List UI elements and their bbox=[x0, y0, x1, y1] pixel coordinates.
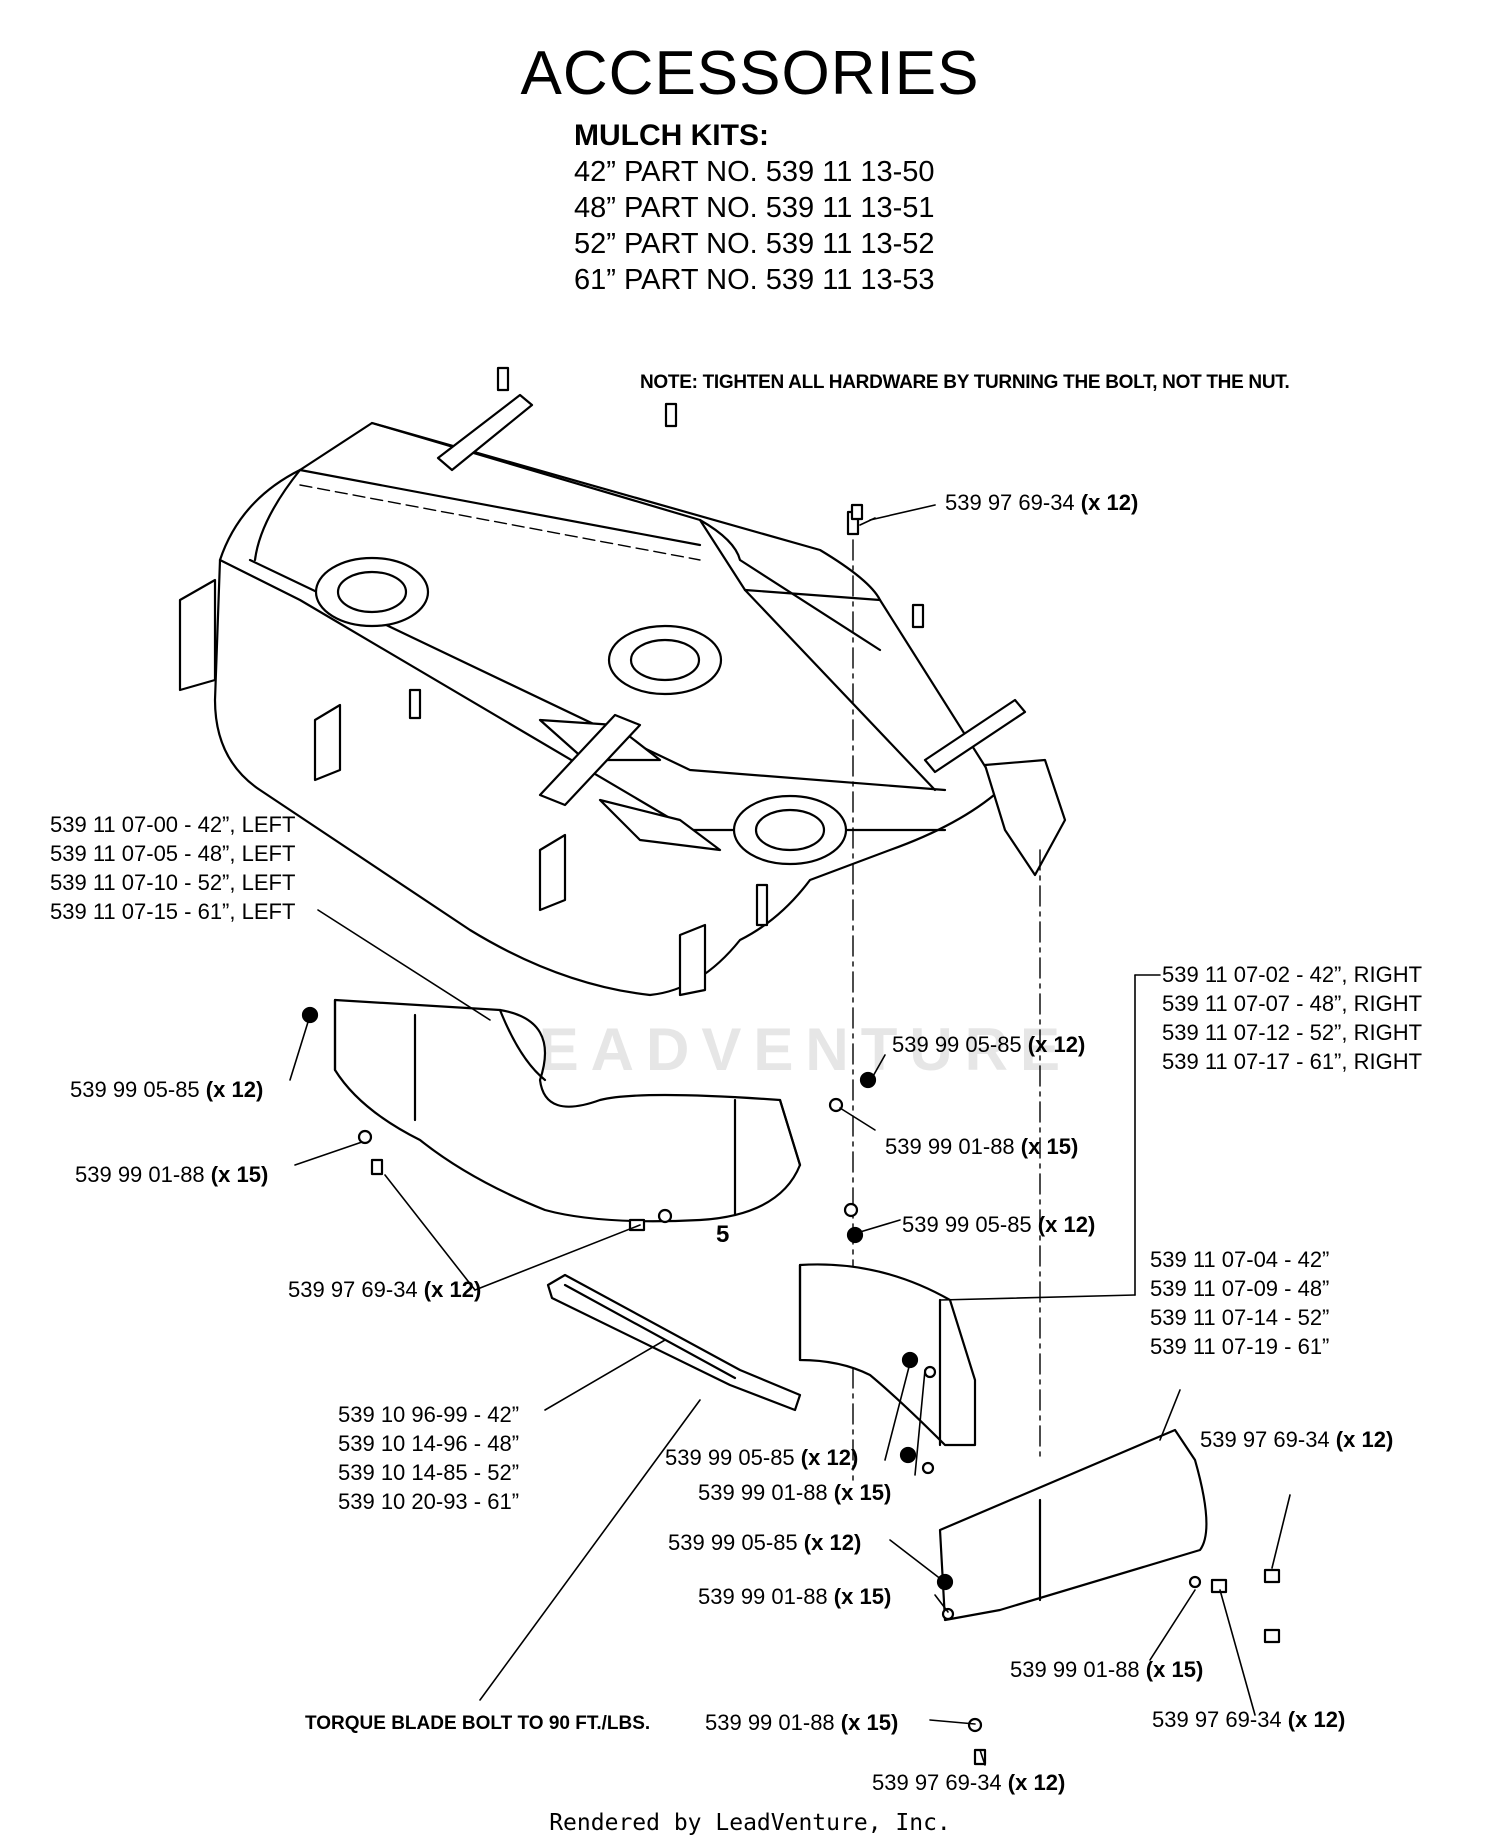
quantity: (x 15) bbox=[833, 1480, 892, 1505]
part-number: 539 99 01-88 bbox=[885, 1134, 1015, 1159]
quantity: (x 12) bbox=[1287, 1707, 1346, 1732]
watermark: LEADVENTURE bbox=[490, 1016, 1073, 1083]
quantity: (x 15) bbox=[210, 1162, 269, 1187]
quantity: (x 12) bbox=[803, 1530, 862, 1555]
quantity: (x 12) bbox=[423, 1277, 482, 1302]
mulch-kits-block: MULCH KITS: 42” PART NO. 539 11 13-50 48… bbox=[574, 118, 935, 298]
callout-washer-lower-1: 539 99 01-88 (x 15) bbox=[698, 1478, 891, 1507]
part-number: 539 11 07-09 - 48” bbox=[1150, 1276, 1330, 1301]
callout-bolt-bottom: 539 97 69-34 (x 12) bbox=[872, 1768, 1065, 1797]
quantity: (x 12) bbox=[1335, 1427, 1394, 1452]
quantity: (x 12) bbox=[1080, 490, 1139, 515]
part-number: 539 99 05-85 bbox=[902, 1212, 1032, 1237]
part-number: 539 97 69-34 bbox=[872, 1770, 1002, 1795]
right-baffle bbox=[798, 1263, 977, 1447]
part-number: 539 99 05-85 bbox=[665, 1445, 795, 1470]
callout-washer-left: 539 99 01-88 (x 15) bbox=[75, 1160, 268, 1189]
part-number: 539 99 01-88 bbox=[75, 1162, 205, 1187]
callout-nut-left: 539 99 05-85 (x 12) bbox=[70, 1075, 263, 1104]
callout-nut-center-mid: 539 99 05-85 (x 12) bbox=[902, 1210, 1095, 1239]
rear-baffle bbox=[938, 1428, 1208, 1622]
callout-bolt-top: 539 97 69-34 (x 12) bbox=[945, 488, 1138, 517]
part-number: 539 11 07-04 - 42” bbox=[1150, 1247, 1330, 1272]
callout-nut-center-top: 539 99 05-85 (x 12) bbox=[892, 1030, 1085, 1059]
callout-blade: 539 10 96-99 - 42” 539 10 14-96 - 48” 53… bbox=[338, 1400, 519, 1516]
part-number: 539 10 14-96 - 48” bbox=[338, 1431, 520, 1456]
mower-blade bbox=[546, 1273, 802, 1412]
part-number: 539 11 07-05 - 48”, LEFT bbox=[50, 841, 296, 866]
mulch-kits-header: MULCH KITS: bbox=[574, 119, 769, 152]
callout-washer-right: 539 99 01-88 (x 15) bbox=[1010, 1655, 1203, 1684]
callout-bolt-right-2: 539 97 69-34 (x 12) bbox=[1152, 1705, 1345, 1734]
part-number: 539 97 69-34 bbox=[1200, 1427, 1330, 1452]
callout-left-baffle: 539 11 07-00 - 42”, LEFT 539 11 07-05 - … bbox=[50, 810, 295, 926]
part-number: 539 11 07-14 - 52” bbox=[1150, 1305, 1330, 1330]
part-number: 539 11 07-12 - 52”, RIGHT bbox=[1162, 1020, 1423, 1045]
mulch-kit-item: 42” PART NO. 539 11 13-50 bbox=[574, 156, 935, 188]
callout-bolt-right-1: 539 97 69-34 (x 12) bbox=[1200, 1425, 1393, 1454]
mulch-kit-item: 61” PART NO. 539 11 13-53 bbox=[574, 264, 935, 296]
quantity: (x 15) bbox=[840, 1710, 899, 1735]
mower-deck bbox=[178, 366, 1067, 1481]
left-baffle bbox=[333, 998, 802, 1223]
part-number: 539 11 07-15 - 61”, LEFT bbox=[50, 899, 296, 924]
quantity: (x 15) bbox=[833, 1584, 892, 1609]
part-number: 539 11 07-19 - 61” bbox=[1150, 1334, 1330, 1359]
part-number: 539 99 01-88 bbox=[1010, 1657, 1140, 1682]
callout-bolt-left: 539 97 69-34 (x 12) bbox=[288, 1275, 481, 1304]
part-number: 539 10 96-99 - 42” bbox=[338, 1402, 520, 1427]
part-number: 539 97 69-34 bbox=[1152, 1707, 1282, 1732]
quantity: (x 15) bbox=[1145, 1657, 1204, 1682]
reference-number: 5 bbox=[716, 1221, 730, 1248]
page-title: ACCESSORIES bbox=[520, 39, 980, 108]
callout-washer-bottom: 539 99 01-88 (x 15) bbox=[705, 1708, 898, 1737]
leader-lines bbox=[289, 504, 1291, 1766]
part-number: 539 99 01-88 bbox=[698, 1584, 828, 1609]
hardware-symbols bbox=[301, 503, 1281, 1766]
callout-washer-center: 539 99 01-88 (x 15) bbox=[885, 1132, 1078, 1161]
part-number: 539 99 05-85 bbox=[70, 1077, 200, 1102]
part-number: 539 11 07-07 - 48”, RIGHT bbox=[1162, 991, 1423, 1016]
quantity: (x 12) bbox=[1037, 1212, 1096, 1237]
part-number: 539 10 14-85 - 52” bbox=[338, 1460, 520, 1485]
callout-nut-lower-2: 539 99 05-85 (x 12) bbox=[668, 1528, 861, 1557]
quantity: (x 12) bbox=[800, 1445, 859, 1470]
part-number: 539 97 69-34 bbox=[945, 490, 1075, 515]
part-number: 539 99 05-85 bbox=[668, 1530, 798, 1555]
part-number: 539 11 07-02 - 42”, RIGHT bbox=[1162, 962, 1423, 987]
callout-rear-baffle: 539 11 07-04 - 42” 539 11 07-09 - 48” 53… bbox=[1150, 1245, 1329, 1361]
part-number: 539 99 01-88 bbox=[705, 1710, 835, 1735]
callout-nut-lower-1: 539 99 05-85 (x 12) bbox=[665, 1443, 858, 1472]
part-number: 539 97 69-34 bbox=[288, 1277, 418, 1302]
callout-washer-lower-2: 539 99 01-88 (x 15) bbox=[698, 1582, 891, 1611]
hardware-note: NOTE: TIGHTEN ALL HARDWARE BY TURNING TH… bbox=[640, 372, 1290, 393]
part-number: 539 11 07-17 - 61”, RIGHT bbox=[1162, 1049, 1423, 1074]
part-number: 539 10 20-93 - 61” bbox=[338, 1489, 520, 1514]
torque-note: TORQUE BLADE BOLT TO 90 FT./LBS. bbox=[305, 1713, 651, 1734]
quantity: (x 12) bbox=[1027, 1032, 1086, 1057]
part-number: 539 99 01-88 bbox=[698, 1480, 828, 1505]
footer-credit: Rendered by LeadVenture, Inc. bbox=[549, 1810, 951, 1836]
part-number: 539 11 07-00 - 42”, LEFT bbox=[50, 812, 296, 837]
quantity: (x 12) bbox=[1007, 1770, 1066, 1795]
part-number: 539 99 05-85 bbox=[892, 1032, 1022, 1057]
quantity: (x 15) bbox=[1020, 1134, 1079, 1159]
mulch-kit-item: 52” PART NO. 539 11 13-52 bbox=[574, 228, 935, 260]
quantity: (x 12) bbox=[205, 1077, 264, 1102]
part-number: 539 11 07-10 - 52”, LEFT bbox=[50, 870, 296, 895]
callout-right-baffle: 539 11 07-02 - 42”, RIGHT 539 11 07-07 -… bbox=[1162, 960, 1422, 1076]
mulch-kit-item: 48” PART NO. 539 11 13-51 bbox=[574, 192, 935, 224]
